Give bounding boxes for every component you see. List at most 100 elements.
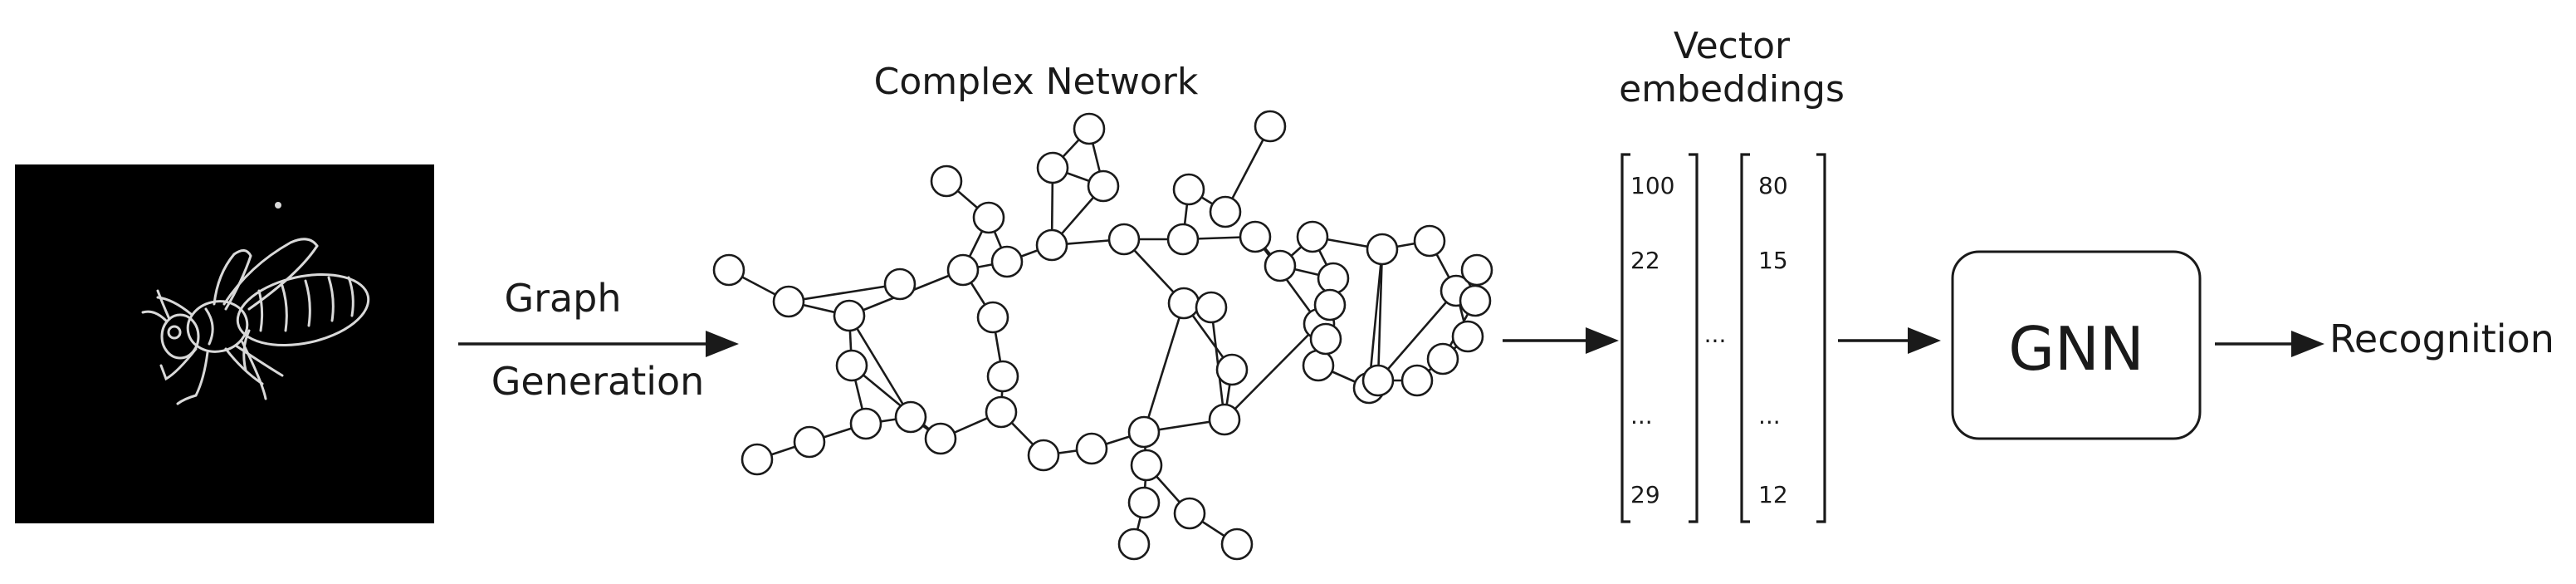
vector-separator: ...	[1704, 321, 1727, 348]
graph-generation-arrow	[458, 331, 739, 357]
vector-1-value-second: 22	[1630, 247, 1660, 274]
network-node	[833, 299, 866, 332]
network-node	[1073, 112, 1106, 145]
network-node	[1309, 322, 1342, 356]
network-node	[1027, 439, 1060, 472]
network-node	[990, 245, 1024, 278]
network-node	[1426, 342, 1459, 375]
embeddings-title-line1: Vector	[1674, 25, 1791, 67]
vector-1-ellipsis: ...	[1630, 402, 1653, 429]
network-node	[1451, 320, 1484, 353]
image-background	[15, 164, 434, 523]
vector-2-value-first: 80	[1758, 172, 1788, 199]
network-edge	[1377, 290, 1457, 381]
network-node	[1127, 486, 1161, 519]
network-edge	[848, 315, 912, 418]
arrow-head	[2291, 331, 2324, 357]
network-node	[1035, 228, 1068, 262]
embeddings-title-line2: embeddings	[1619, 68, 1845, 110]
network-node	[1361, 364, 1395, 397]
network-edge	[788, 282, 901, 303]
network-node	[1130, 449, 1163, 482]
network-node	[985, 395, 1018, 429]
network-node	[1075, 432, 1108, 465]
network-node	[835, 349, 868, 382]
arrow-head	[706, 331, 739, 357]
network-edge	[1254, 236, 1321, 325]
network-node	[1366, 233, 1399, 266]
network-edge	[1224, 125, 1272, 213]
network-node	[1208, 403, 1241, 436]
vector-2-value-last: 12	[1758, 481, 1788, 508]
gnn-label: GNN	[2008, 314, 2144, 384]
network-node	[1239, 220, 1272, 253]
graph-arrow-label-bottom: Generation	[491, 359, 705, 404]
network-node	[1459, 284, 1492, 317]
network-node	[930, 164, 963, 198]
network-node	[1036, 151, 1069, 184]
network-node	[986, 360, 1019, 393]
network-node	[1264, 249, 1297, 282]
network-node	[972, 201, 1005, 234]
network-node	[1296, 220, 1329, 253]
vector-1-value-last: 29	[1630, 481, 1660, 508]
network-node	[976, 301, 1009, 334]
vector-2-left-bracket	[1740, 153, 1750, 523]
network-node	[772, 285, 805, 318]
arrow-to-output	[2215, 331, 2324, 357]
network-node	[1215, 353, 1249, 386]
network-node	[1254, 110, 1287, 143]
network-nodes	[712, 110, 1493, 561]
complex-network-graph	[712, 110, 1493, 561]
network-node	[894, 400, 927, 434]
network-edge	[1367, 248, 1384, 389]
network-edge	[851, 364, 941, 440]
network-edge	[1224, 323, 1320, 420]
gnn-block: GNN	[1951, 250, 2202, 440]
network-node	[1413, 224, 1446, 258]
vector-1-right-bracket	[1689, 153, 1699, 523]
output-label: Recognition	[2329, 317, 2554, 361]
network-node	[1195, 291, 1228, 324]
vector-1-value-first: 100	[1630, 172, 1674, 199]
network-node	[1460, 253, 1493, 287]
network-node	[1117, 528, 1151, 561]
network-node	[1172, 173, 1205, 206]
arrow-to-gnn	[1838, 327, 1941, 354]
vector-2-value-second: 15	[1758, 247, 1788, 274]
arrow-to-embeddings	[1503, 327, 1619, 354]
network-edge	[1376, 248, 1384, 381]
network-node	[1317, 262, 1350, 295]
vector-2-right-bracket	[1816, 153, 1826, 523]
gnn-box	[1951, 250, 2202, 440]
network-node	[1209, 195, 1242, 228]
network-node	[741, 443, 774, 476]
network-node	[1087, 169, 1120, 203]
arrow-head	[1586, 327, 1619, 354]
vector-1-left-bracket	[1620, 153, 1630, 523]
network-node	[1127, 415, 1161, 449]
vector-2-ellipsis: ...	[1758, 402, 1781, 429]
embedding-vector-1: 100 22 ... 29	[1620, 153, 1699, 523]
network-node	[1107, 223, 1141, 256]
network-node	[1313, 288, 1347, 321]
embedding-vector-2: 80 15 ... 12	[1740, 153, 1826, 523]
network-node	[1166, 223, 1200, 256]
network-node	[793, 425, 826, 459]
network-node	[946, 253, 980, 287]
network-node	[1167, 287, 1200, 320]
insect-edge-image	[15, 164, 434, 523]
network-node	[1220, 528, 1254, 561]
network-node	[849, 407, 882, 440]
network-node	[883, 267, 917, 301]
network-edge	[1142, 302, 1185, 433]
graph-arrow-label-top: Graph	[504, 276, 621, 321]
network-node	[1400, 364, 1434, 397]
network-title: Complex Network	[874, 61, 1199, 103]
network-node	[924, 422, 957, 455]
network-node	[712, 253, 745, 287]
network-node	[1173, 497, 1206, 530]
arrow-head	[1908, 327, 1941, 354]
